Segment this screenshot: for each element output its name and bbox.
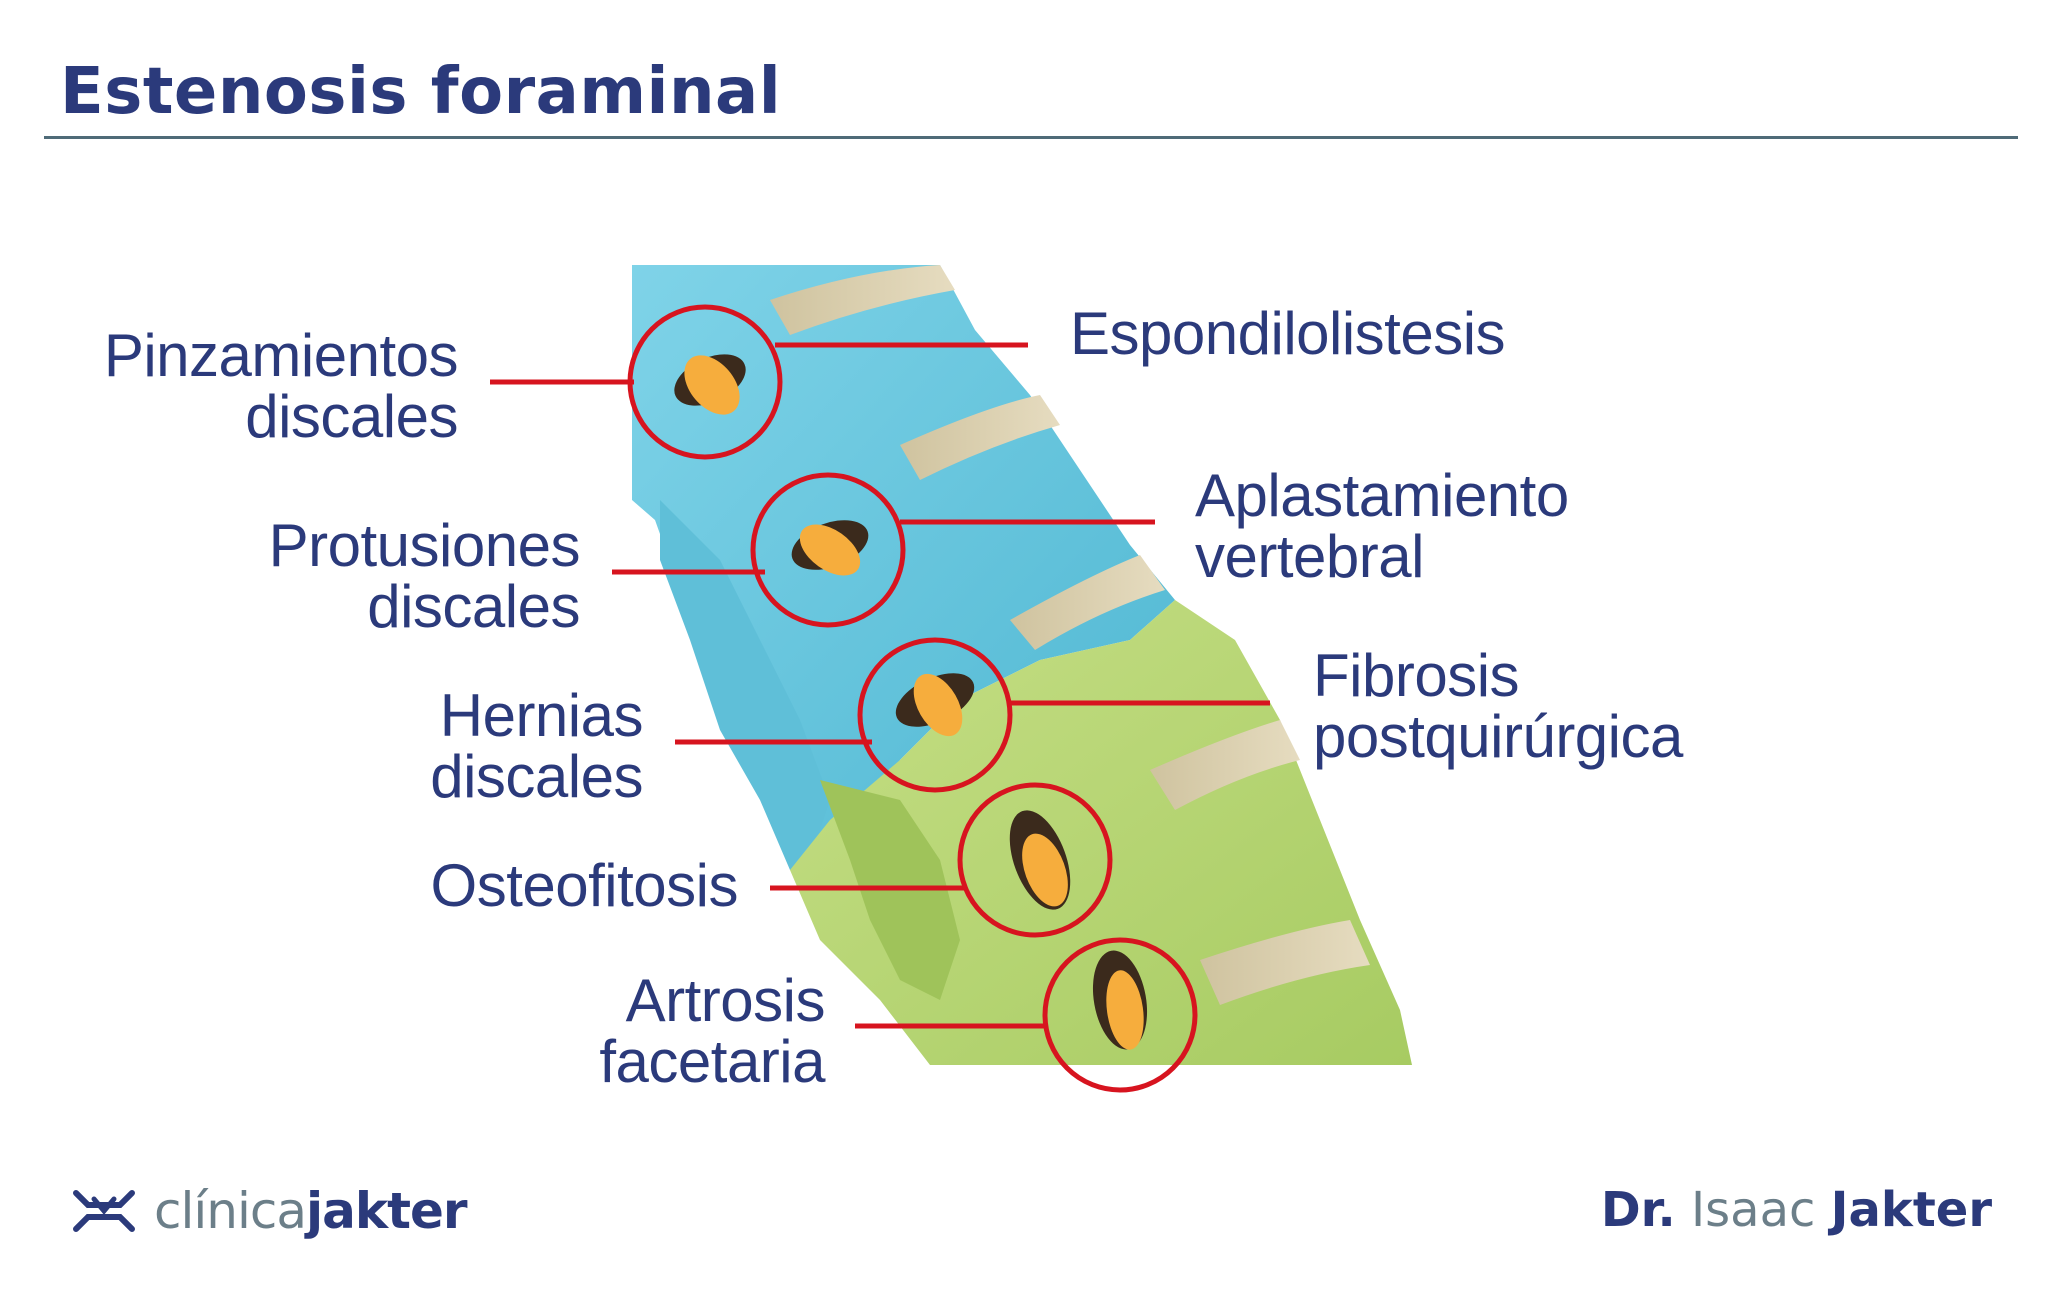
spine-photo [632, 265, 1412, 1065]
clinica-jakter-logo: clínicajakter [70, 1182, 468, 1240]
label-pinzamientos-discales: Pinzamientos discales [103, 322, 459, 450]
doctor-prefix: Dr. [1600, 1182, 1676, 1238]
label-espondilolistesis: Espondilolistesis [1070, 300, 1506, 367]
logo-text-clinica: clínica [154, 1182, 307, 1240]
doctor-first-name: Isaac [1691, 1182, 1816, 1238]
spine-logo-icon [73, 1190, 135, 1232]
label-artrosis-facetaria: Artrosis facetaria [599, 967, 825, 1095]
label-hernias-discales: Hernias discales [430, 682, 643, 810]
callout-lines [490, 342, 1270, 1029]
label-osteofitosis: Osteofitosis [430, 852, 739, 919]
title-divider [44, 136, 2018, 139]
highlight-circles [627, 304, 1198, 1093]
label-aplastamiento-vertebral: Aplastamiento vertebral [1195, 462, 1569, 590]
doctor-signature: Dr. Isaac Jakter [1601, 1182, 1992, 1238]
label-fibrosis-postquirurgica: Fibrosis postquirúrgica [1313, 642, 1683, 770]
label-protusiones-discales: Protusiones discales [268, 512, 581, 640]
doctor-last-name: Jakter [1830, 1182, 1992, 1238]
page-title: Estenosis foraminal [60, 55, 782, 129]
logo-text-jakter: jakter [305, 1182, 468, 1240]
